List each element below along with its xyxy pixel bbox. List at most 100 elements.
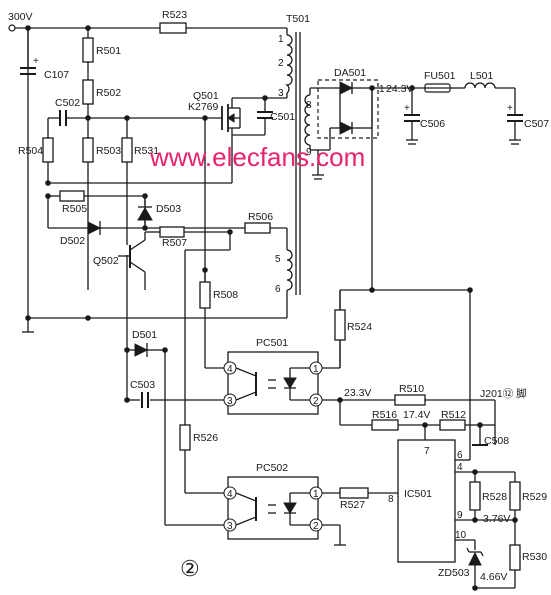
svg-text:C508: C508: [484, 435, 509, 447]
resistor-r516: [371, 419, 399, 431]
svg-text:6: 6: [457, 450, 463, 461]
svg-text:C503: C503: [130, 379, 155, 391]
diode-d503: [137, 206, 153, 221]
svg-text:ZD503: ZD503: [438, 567, 470, 579]
svg-text:R530: R530: [522, 551, 547, 563]
svg-text:4: 4: [457, 462, 463, 473]
component-labels: R523 R501 R502 R504 R503 R531 R505 R506 …: [18, 9, 549, 579]
svg-text:1: 1: [313, 489, 319, 500]
svg-text:R504: R504: [18, 145, 43, 157]
capacitors: + + +: [20, 56, 523, 446]
svg-text:+: +: [404, 103, 410, 114]
svg-text:R502: R502: [96, 87, 121, 99]
svg-text:R527: R527: [340, 499, 365, 511]
resistor-r506: [244, 222, 271, 234]
resistor-r510: [394, 394, 426, 406]
pin-2: 2: [278, 58, 284, 69]
diodes: [87, 206, 484, 566]
figure-number: ②: [180, 556, 200, 581]
svg-text:8: 8: [388, 494, 394, 505]
pin-8: 8: [306, 100, 312, 111]
svg-text:R529: R529: [522, 491, 547, 503]
voltage-3-76: 3.76V: [483, 513, 510, 525]
rectifier-da501: DA501 1: [317, 67, 385, 151]
capacitor-c506: +: [404, 103, 420, 125]
svg-text:3: 3: [227, 521, 233, 532]
svg-text:3: 3: [227, 396, 233, 407]
supply-label: 300V: [8, 11, 33, 23]
capacitor-c501: [257, 111, 273, 124]
transformer-t501: T501 1 2 3 5 6 8 9: [275, 13, 312, 295]
svg-text:R526: R526: [193, 432, 218, 444]
rectifier-label: DA501: [334, 67, 366, 79]
svg-text:9: 9: [457, 510, 463, 521]
pin-note: J201⑫ 脚: [480, 387, 527, 400]
zener-zd503: [466, 547, 484, 566]
pin-9: 9: [306, 147, 312, 158]
pin-5: 5: [275, 254, 281, 265]
ic-label: IC501: [404, 488, 432, 500]
transistor-label: Q502: [93, 255, 119, 267]
svg-text:2: 2: [313, 396, 319, 407]
svg-text:10: 10: [455, 530, 467, 541]
resistor-r505: [59, 190, 85, 202]
svg-text:4: 4: [227, 364, 233, 375]
supply-terminal: 300V: [8, 11, 33, 32]
svg-text:R531: R531: [134, 145, 159, 157]
svg-text:C501: C501: [270, 111, 295, 123]
capacitor-c107: +: [20, 56, 39, 75]
resistor-r523: [159, 22, 187, 34]
voltage-output: 24.3V: [386, 83, 413, 95]
ground-icon: [312, 174, 324, 180]
capacitor-c508: [472, 425, 496, 446]
pin-1: 1: [278, 34, 284, 45]
resistor-r529: [509, 481, 521, 511]
svg-text:4: 4: [227, 489, 233, 500]
fuse-fu501: [424, 83, 451, 93]
resistors: [42, 22, 521, 571]
transistor-q502: Q502: [93, 232, 146, 290]
svg-text:R524: R524: [347, 321, 372, 333]
voltage-17-4: 17.4V: [403, 409, 430, 421]
ground-symbols: [22, 139, 521, 546]
resistor-r527: [339, 487, 369, 499]
ground-icon: [22, 318, 34, 333]
voltage-4-66: 4.66V: [480, 571, 507, 583]
circuit-wires: [15, 27, 516, 589]
svg-text:+: +: [33, 56, 39, 67]
svg-text:R506: R506: [248, 211, 273, 223]
svg-text:R503: R503: [96, 145, 121, 157]
svg-text:L501: L501: [470, 70, 494, 82]
watermark: www.elecfans.com: [149, 142, 365, 172]
opto-label: PC502: [256, 462, 288, 474]
svg-text:R510: R510: [399, 383, 424, 395]
svg-text:D503: D503: [156, 203, 181, 215]
svg-text:2: 2: [313, 521, 319, 532]
svg-text:R516: R516: [372, 409, 397, 421]
capacitor-c507: +: [507, 103, 523, 125]
voltage-23-3: 23.3V: [344, 387, 371, 399]
resistor-r526: [179, 424, 191, 451]
svg-text:FU501: FU501: [424, 70, 456, 82]
resistor-r530: [509, 544, 521, 571]
optocoupler-pc501: PC501 4 3 1 2: [223, 337, 323, 415]
svg-text:1: 1: [313, 364, 319, 375]
mosfet-label: Q501: [193, 90, 219, 102]
diode-d501: [134, 343, 150, 357]
junction-dots: [25, 25, 518, 591]
capacitor-c503: [141, 392, 149, 408]
svg-text:C502: C502: [55, 97, 80, 109]
svg-text:R508: R508: [213, 289, 238, 301]
resistor-r501: [82, 37, 94, 63]
svg-text:D501: D501: [132, 329, 157, 341]
svg-text:R523: R523: [162, 9, 187, 21]
mosfet-part: K2769: [188, 101, 219, 113]
capacitor-c502: [59, 110, 70, 126]
opto-label: PC501: [256, 337, 288, 349]
svg-text:R507: R507: [162, 237, 187, 249]
voltage-labels: 24.3V 23.3V 17.4V 3.76V 4.66V J201⑫ 脚: [344, 83, 527, 583]
resistor-r524: [334, 309, 346, 341]
svg-text:R528: R528: [482, 491, 507, 503]
mosfet-q501: Q501 K2769: [188, 90, 241, 132]
